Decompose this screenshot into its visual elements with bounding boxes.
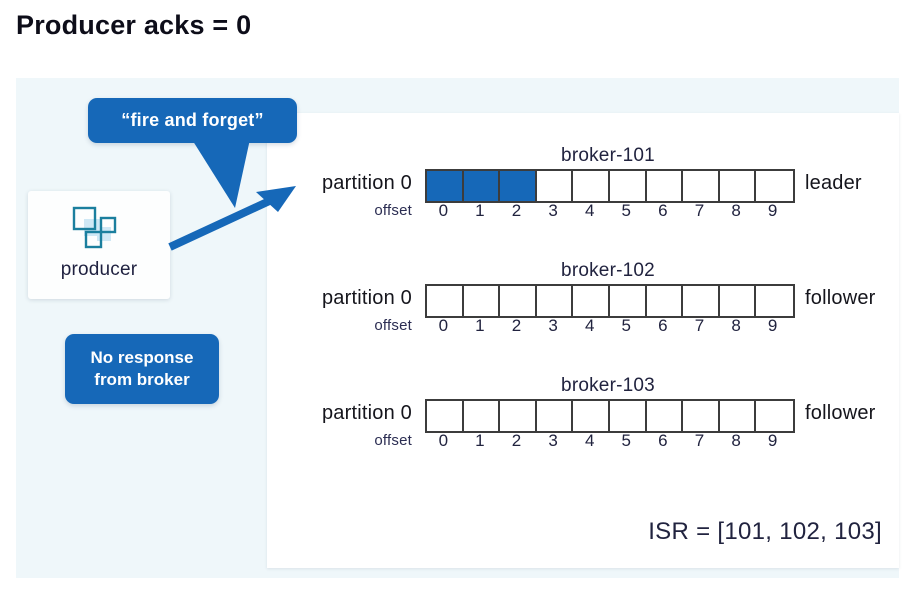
offset-number: 2 [511, 316, 522, 335]
offset-number: 1 [475, 201, 485, 220]
offset-number: 3 [548, 201, 558, 220]
offset-number: 6 [658, 316, 668, 335]
partition-cell-0 [427, 171, 464, 201]
offset-number: 4 [584, 316, 595, 335]
offset-number: 1 [475, 316, 485, 335]
fire-and-forget-label: “fire and forget” [121, 110, 264, 130]
partition-cell-7 [683, 401, 720, 431]
partition-cell-3 [536, 286, 574, 316]
offset-number: 3 [548, 316, 558, 335]
producer-to-broker-arrow [160, 170, 310, 260]
partition-cell-1 [463, 286, 501, 316]
offset-number: 4 [584, 431, 595, 450]
fire-and-forget-callout-tail [186, 130, 254, 210]
no-response-line-2: from broker [94, 370, 190, 389]
partition-cell-9 [756, 286, 793, 316]
partition-cell-1 [463, 171, 501, 201]
partition-cell-0 [427, 286, 464, 316]
squares-icon [70, 205, 128, 257]
offset-number: 0 [438, 431, 449, 450]
partition-label: partition 0 [321, 402, 412, 424]
partition-cell-6 [646, 171, 684, 201]
partition-cell-8 [719, 171, 757, 201]
broker-role-label: follower [805, 287, 876, 309]
offset-number: 4 [584, 201, 595, 220]
partition-cells [425, 399, 795, 433]
offset-number: 6 [658, 201, 668, 220]
offset-number: 5 [621, 431, 631, 450]
broker-title: broker-102 [561, 260, 655, 281]
partition-cell-0 [427, 401, 464, 431]
offset-number: 2 [511, 431, 522, 450]
broker-row: broker-102 partition 0 offset 0 1 2 3 4 5 6 7 8 9… [0, 260, 915, 350]
broker-role-label: follower [805, 402, 876, 424]
partition-cell-7 [683, 286, 720, 316]
partition-cell-5 [609, 401, 647, 431]
partition-cell-6 [646, 286, 684, 316]
broker-title: broker-101 [561, 145, 655, 166]
page-title: Producer acks = 0 [16, 10, 252, 40]
offset-numbers: 0 1 2 3 4 5 6 7 8 9 [425, 431, 791, 451]
fire-and-forget-callout: “fire and forget” [88, 98, 297, 143]
partition-label: partition 0 [321, 172, 412, 194]
partition-cell-2 [500, 171, 537, 201]
offset-number: 7 [694, 316, 705, 335]
offset-number: 1 [475, 431, 485, 450]
offset-number: 0 [438, 201, 449, 220]
offset-number: 9 [767, 316, 778, 335]
offset-label: offset [374, 432, 412, 449]
offset-number: 3 [548, 431, 558, 450]
partition-cell-5 [609, 171, 647, 201]
isr-text: ISR = [101, 102, 103] [648, 518, 882, 545]
offset-number: 8 [731, 431, 741, 450]
partition-cell-5 [609, 286, 647, 316]
partition-cells [425, 284, 795, 318]
offset-numbers: 0 1 2 3 4 5 6 7 8 9 [425, 316, 791, 336]
no-response-badge: No response from broker [65, 334, 219, 404]
broker-row: broker-101 partition 0 offset 0 1 2 3 4 5 6 7 8 9… [0, 145, 915, 235]
offset-number: 0 [438, 316, 449, 335]
offset-number: 2 [511, 201, 522, 220]
offset-number: 8 [731, 201, 741, 220]
broker-role-label: leader [805, 172, 862, 194]
partition-cell-4 [573, 171, 610, 201]
offset-number: 8 [731, 316, 741, 335]
partition-cell-2 [500, 401, 537, 431]
partition-cell-4 [573, 401, 610, 431]
partition-cell-7 [683, 171, 720, 201]
partition-cell-1 [463, 401, 501, 431]
partition-cell-6 [646, 401, 684, 431]
offset-number: 5 [621, 201, 631, 220]
broker-title: broker-103 [561, 375, 655, 396]
partition-label: partition 0 [321, 287, 412, 309]
partition-cell-3 [536, 171, 574, 201]
producer-card: producer [28, 191, 170, 299]
offset-number: 9 [767, 431, 778, 450]
offset-number: 7 [694, 431, 705, 450]
offset-label: offset [374, 202, 412, 219]
offset-number: 9 [767, 201, 778, 220]
partition-cell-8 [719, 286, 757, 316]
offset-number: 6 [658, 431, 668, 450]
offset-label: offset [374, 317, 412, 334]
offset-number: 7 [694, 201, 705, 220]
no-response-line-1: No response [90, 348, 194, 367]
partition-cell-4 [573, 286, 610, 316]
partition-cell-2 [500, 286, 537, 316]
partition-cell-9 [756, 401, 793, 431]
offset-number: 5 [621, 316, 631, 335]
producer-label: producer [60, 259, 138, 280]
broker-row: broker-103 partition 0 offset 0 1 2 3 4 5 6 7 8 9… [0, 375, 915, 465]
offset-numbers: 0 1 2 3 4 5 6 7 8 9 [425, 201, 791, 221]
partition-cell-8 [719, 401, 757, 431]
partition-cell-9 [756, 171, 793, 201]
partition-cell-3 [536, 401, 574, 431]
partition-cells [425, 169, 795, 203]
